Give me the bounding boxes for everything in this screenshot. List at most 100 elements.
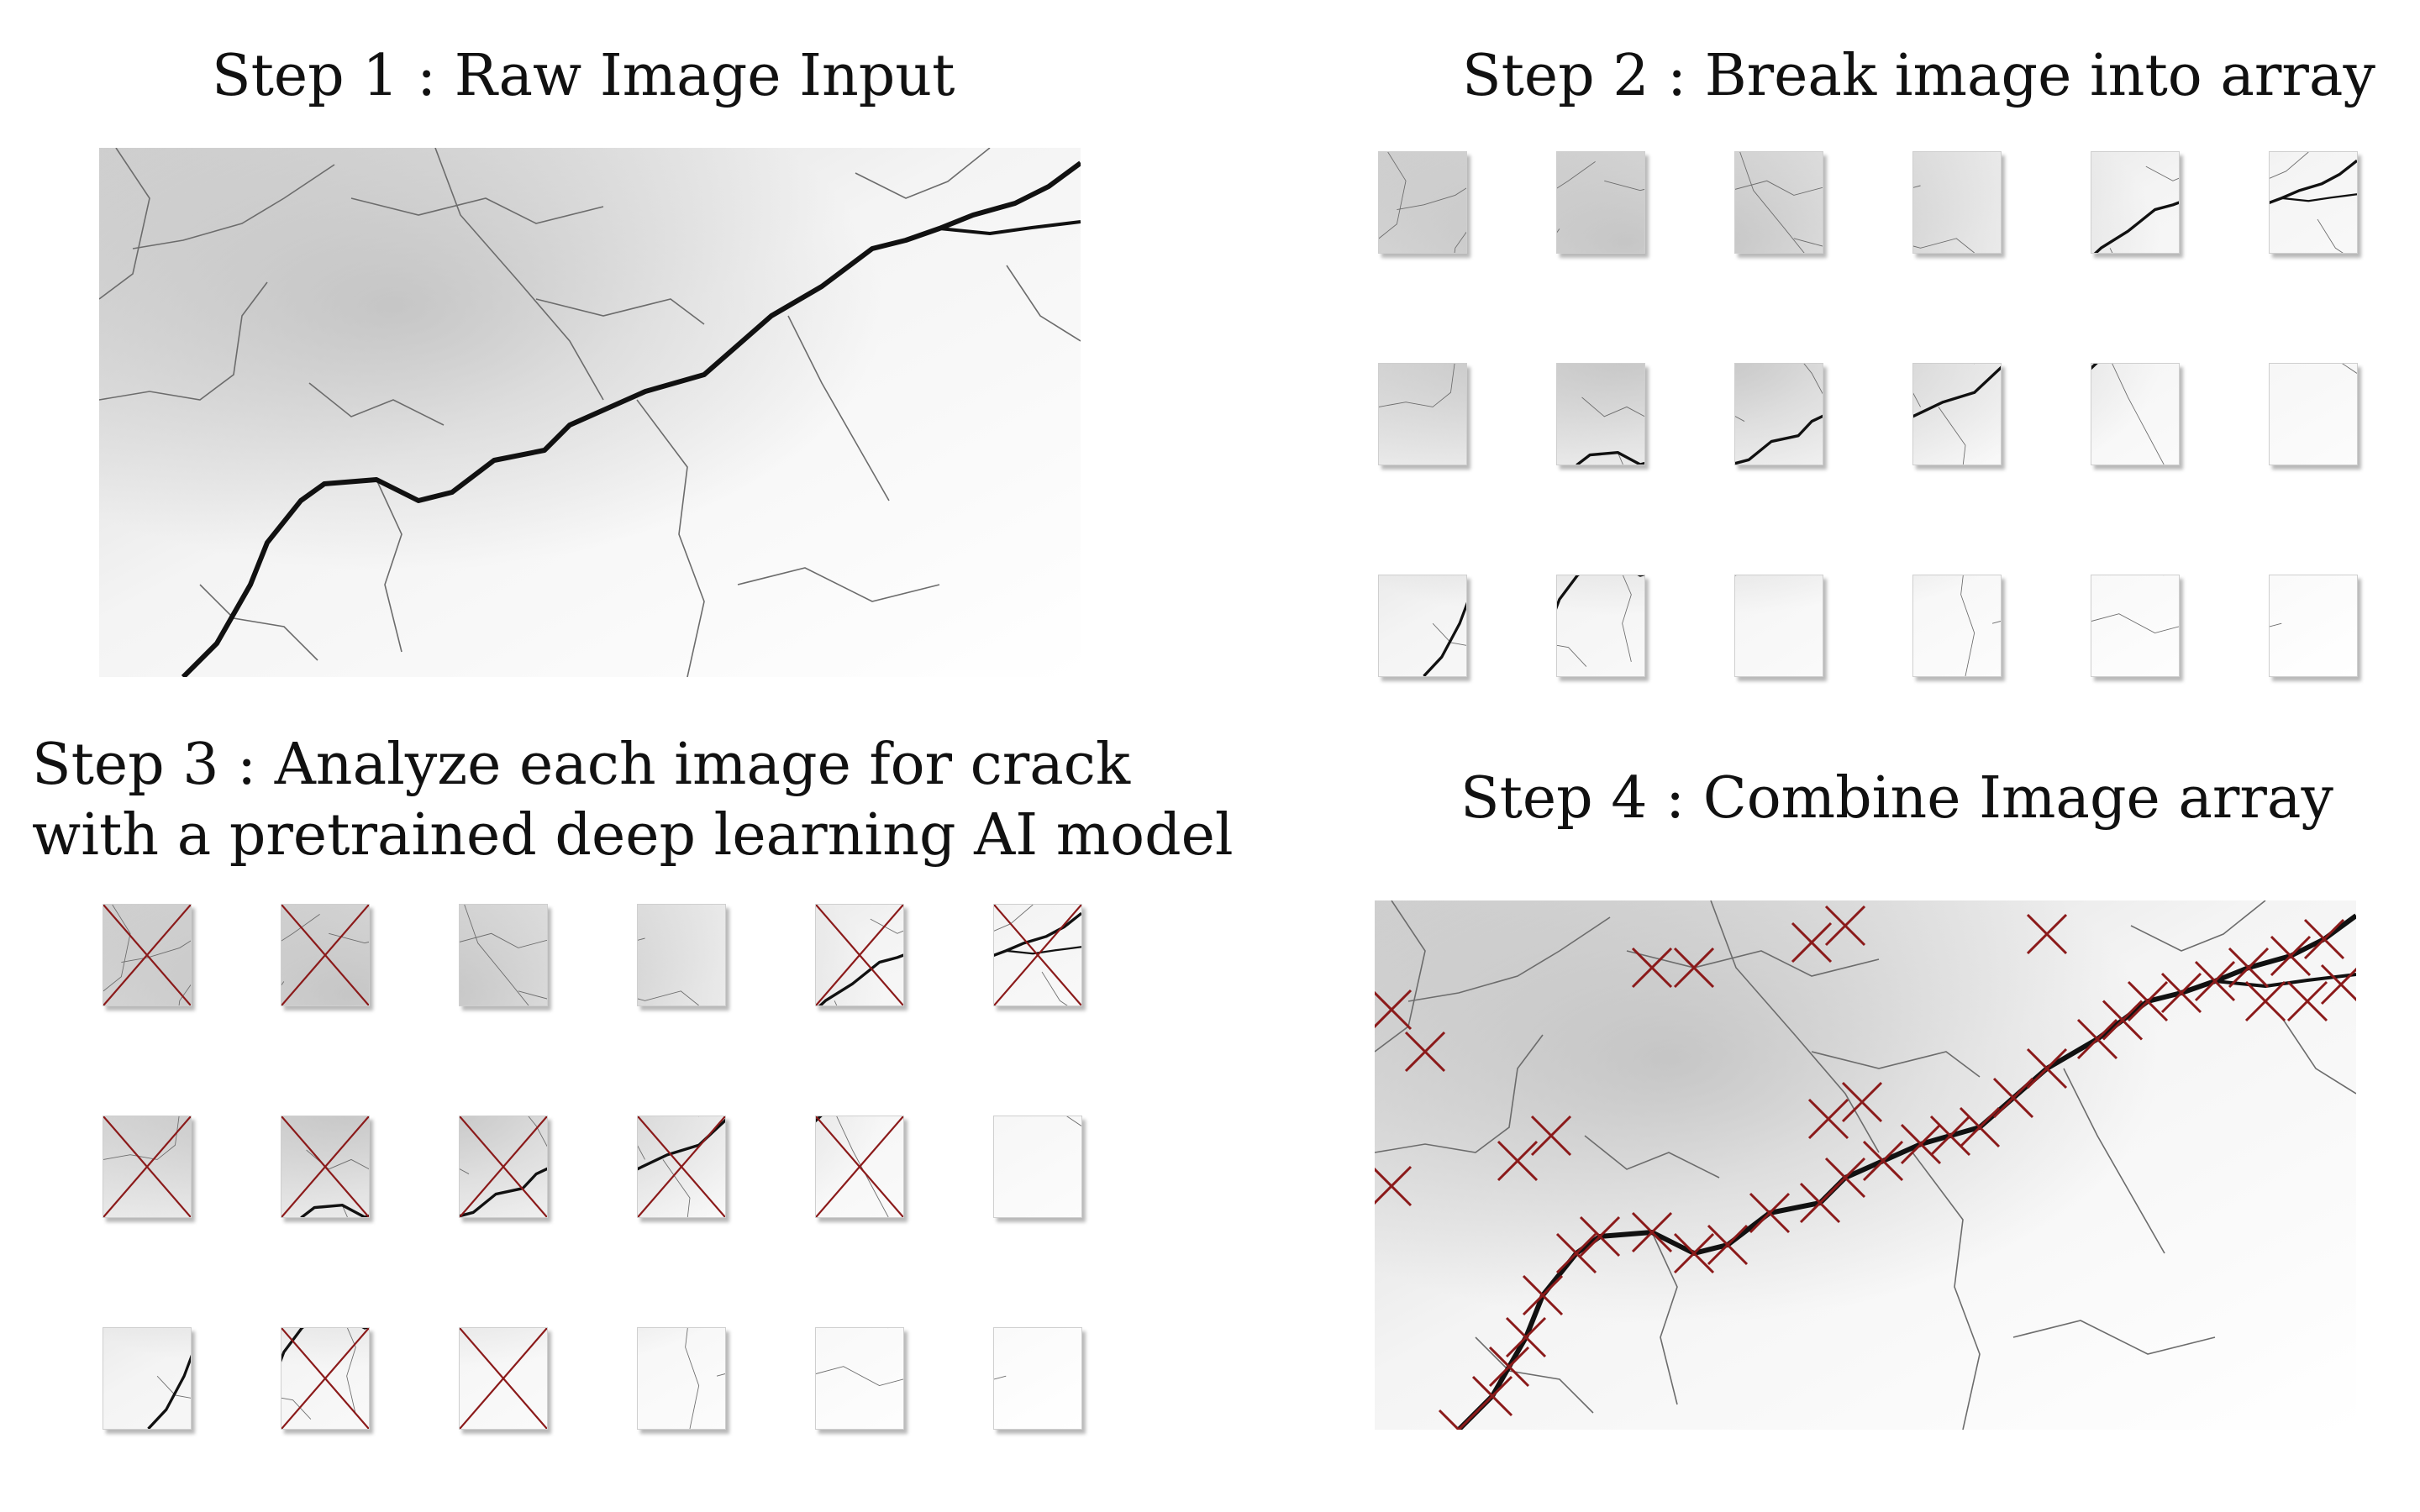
tile-r2-c6: [2269, 363, 2358, 465]
crack-detected-cross: [816, 905, 903, 1005]
tile-graphic: [1379, 575, 1466, 676]
analyzed-tile-graphic: [816, 905, 903, 1005]
tile-graphic: [2270, 575, 2357, 676]
crack-marker: [1488, 1346, 1530, 1388]
analyzed-tile-shading: [460, 905, 547, 1005]
crack-marker: [2102, 1000, 2144, 1041]
analyzed-tile-hairline-crack: [346, 1328, 356, 1415]
tile-r2-c3: [1734, 363, 1823, 465]
raw-main-crack: [181, 160, 1081, 677]
tile-r2-c4: [1912, 363, 2002, 465]
tile-hairline-crack: [1379, 152, 1407, 239]
combined-hairline-crack: [1584, 1135, 1720, 1179]
analyzed-tile-hairline-crack: [329, 932, 369, 944]
analyzed-tile-graphic: [638, 1328, 725, 1429]
crack-marker: [1522, 1274, 1564, 1316]
tile-hairline-crack: [1379, 364, 1455, 407]
analyzed-tile-graphic: [994, 1116, 1081, 1217]
analyzed-tile-hairline-crack: [121, 940, 191, 963]
crack-marker: [1707, 1224, 1749, 1266]
tile-main-crack: [2270, 159, 2357, 205]
tile-r1-c6: [2269, 151, 2358, 254]
tile-hairline-crack: [1735, 180, 1823, 196]
tile-r3-c5: [2091, 575, 2180, 677]
analyzed-tile-graphic: [281, 1328, 369, 1429]
tile-shading: [1913, 152, 2001, 253]
crack-marker: [1749, 1192, 1791, 1234]
raw-crack-image-graphic: [99, 148, 1081, 677]
analyzed-tile-graphic: [460, 1328, 547, 1429]
crack-marker: [1631, 1211, 1673, 1253]
tile-graphic: [1557, 575, 1644, 676]
analyzed-tile-r1-c3: [459, 904, 548, 1006]
tile-shading: [2270, 364, 2357, 465]
tile-graphic: [1557, 364, 1644, 465]
step-3-title-line1: Step 3 : Analyze each image for crack: [32, 732, 1131, 798]
crack-marker: [1579, 1215, 1621, 1257]
crack-marker: [1471, 1375, 1513, 1417]
combined-crack-image-graphic: [1375, 900, 2356, 1430]
analyzed-tile-r1-c4: [637, 904, 726, 1006]
tile-hairline-crack: [1557, 161, 1596, 189]
analyzed-tile-r3-c3: [459, 1327, 548, 1430]
tile-hairline-crack: [2317, 218, 2344, 253]
analyzed-tile-r3-c1: [103, 1327, 192, 1430]
analyzed-tile-hairline-crack: [460, 932, 547, 948]
step-4-title: Step 4 : Combine Image array: [1460, 765, 2333, 832]
analyzed-tile-shading: [103, 1328, 191, 1429]
crack-marker: [2160, 972, 2202, 1014]
raw-shading: [99, 148, 1081, 677]
raw-hairline-crack: [737, 567, 940, 602]
tile-graphic: [2270, 152, 2357, 253]
crack-marker: [1673, 947, 1715, 989]
tile-r3-c4: [1912, 575, 2002, 677]
analyzed-tile-graphic: [460, 905, 547, 1005]
analyzed-tile-main-crack: [994, 911, 1081, 958]
analyzed-tile-shading: [638, 905, 725, 1005]
raw-hairline-crack: [308, 382, 445, 426]
analyzed-tile-r1-c2: [281, 904, 370, 1006]
analyzed-tile-r3-c2: [281, 1327, 370, 1430]
tile-hairline-crack: [1739, 152, 1805, 253]
combined-hairline-crack: [1475, 1336, 1594, 1414]
combined-hairline-crack: [1375, 900, 1426, 1053]
tile-graphic: [1379, 152, 1466, 253]
analyzed-tile-hairline-crack: [994, 905, 1034, 932]
crack-marker: [1530, 1115, 1572, 1157]
tile-r3-c2: [1556, 575, 1645, 677]
analyzed-tile-hairline-crack: [1041, 971, 1068, 1005]
analyzed-tile-r3-c4: [637, 1327, 726, 1430]
analyzed-tile-hairline-crack: [1066, 1116, 1081, 1126]
analyzed-tile-r3-c5: [815, 1327, 904, 1430]
analyzed-tile-graphic: [103, 905, 191, 1005]
tile-shading: [1379, 364, 1466, 465]
raw-hairline-crack: [434, 148, 604, 401]
tile-hairline-crack: [1604, 180, 1644, 192]
tile-branch-crack: [2281, 193, 2357, 202]
crack-marker: [1497, 1140, 1539, 1182]
crack-marker: [1959, 1106, 2001, 1148]
raw-hairline-crack: [855, 148, 991, 199]
combined-hairline-crack: [2063, 1068, 2165, 1254]
crack-marker: [1375, 1165, 1413, 1207]
tile-r1-c4: [1912, 151, 2002, 254]
raw-crack-image: [99, 148, 1081, 677]
combined-hairline-crack: [2281, 1017, 2356, 1095]
raw-hairline-crack: [99, 148, 150, 300]
tile-hairline-crack: [1454, 231, 1466, 253]
tile-hairline-crack: [2091, 613, 2179, 634]
analyzed-tile-graphic: [281, 1116, 369, 1217]
combined-hairline-crack: [2012, 1320, 2216, 1355]
crack-marker: [1824, 1157, 1866, 1199]
combined-hairline-crack: [1710, 900, 1880, 1153]
tile-shading: [2091, 152, 2179, 253]
crack-marker: [1992, 1077, 2034, 1119]
tile-r2-c5: [2091, 363, 2180, 465]
analyzed-tile-hairline-crack: [306, 1149, 369, 1170]
step-1-title: Step 1 : Raw Image Input: [212, 43, 955, 109]
tile-shading: [1735, 364, 1823, 465]
tile-hairline-crack: [2270, 152, 2309, 179]
crack-marker: [2303, 918, 2345, 960]
tile-graphic: [2270, 364, 2357, 465]
step-3-title-line2: with a pretrained deep learning AI model: [32, 802, 1234, 869]
